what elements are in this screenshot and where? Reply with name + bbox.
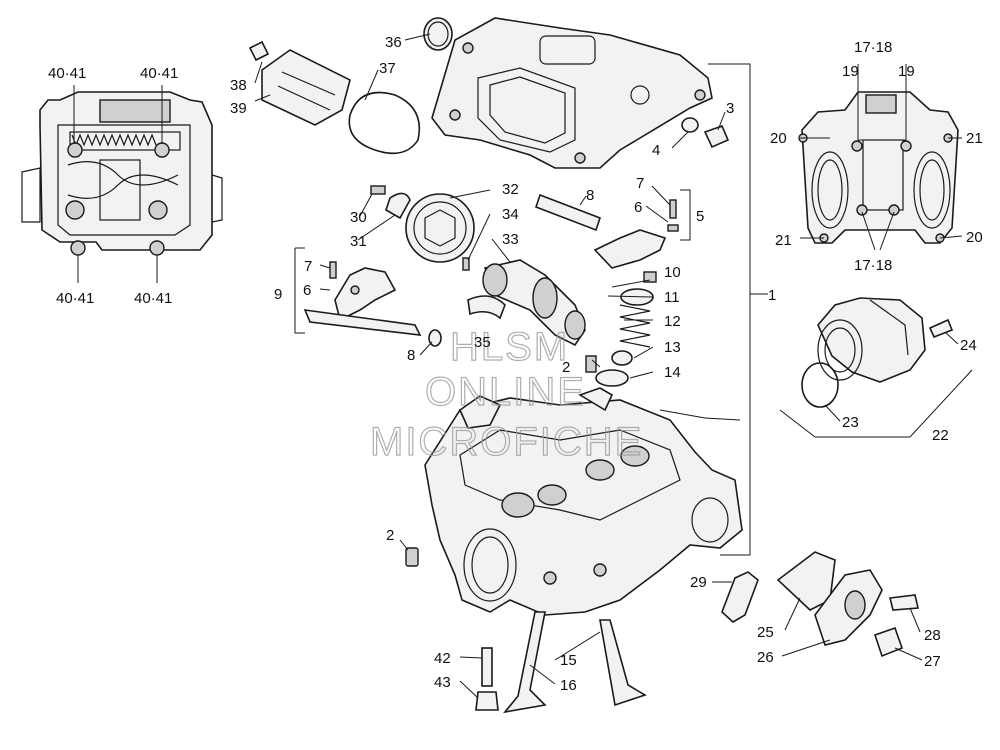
callout-3: 3: [726, 100, 734, 117]
intake-valve-16: [503, 611, 547, 714]
valve-cover: [431, 17, 713, 169]
seat-14: [595, 369, 629, 387]
callout-labels: 40·41 40·41 40·41 40·41 36 37 38 39 3 4 …: [48, 34, 983, 694]
callout-40-41: 40·41: [48, 65, 86, 82]
callout-28: 28: [924, 627, 941, 644]
dowel-2-lower: [405, 547, 419, 567]
callout-34: 34: [502, 206, 519, 223]
head-side-view-inset: [798, 64, 963, 251]
cotter-10: [643, 271, 657, 283]
pin-34: [462, 257, 470, 271]
callout-1: 1: [768, 287, 776, 304]
plug-3: [703, 124, 730, 149]
bolt-30: [370, 185, 386, 195]
stud-42: [481, 647, 493, 687]
callout-36: 36: [385, 34, 402, 51]
callout-6: 6: [634, 199, 642, 216]
callout-35: 35: [474, 334, 491, 351]
bolt-38: [248, 40, 270, 62]
callout-9: 9: [274, 286, 282, 303]
callout-10: 10: [664, 264, 681, 281]
watermark-line3: MICROFICHE: [370, 420, 643, 464]
callout-19: 19: [842, 63, 859, 80]
callout-22: 22: [932, 427, 949, 444]
exhaust-valve-15: [599, 619, 647, 707]
callout-5: 5: [696, 208, 704, 225]
watermark: HLSM ONLINE MICROFICHE: [369, 324, 643, 464]
watermark-line2: ONLINE: [425, 370, 586, 414]
washer-4: [681, 117, 699, 133]
callout-37: 37: [379, 60, 396, 77]
callout-23: 23: [842, 414, 859, 431]
callout-21: 21: [966, 130, 983, 147]
dowel-2-upper: [585, 355, 597, 373]
callout-17-18: 17·18: [854, 257, 892, 274]
callout-8: 8: [407, 347, 415, 364]
nut-43: [475, 691, 499, 711]
callout-29: 29: [690, 574, 707, 591]
watermark-line1: HLSM: [450, 325, 569, 369]
callout-39: 39: [230, 100, 247, 117]
callout-24: 24: [960, 337, 977, 354]
rocker-assembly-right: [534, 193, 679, 269]
callout-17-18: 17·18: [854, 39, 892, 56]
gasket-25: [776, 551, 836, 611]
cam-sprocket: [405, 193, 475, 263]
callout-8: 8: [586, 187, 594, 204]
intake-oring-23: [801, 362, 839, 408]
callout-38: 38: [230, 77, 247, 94]
callout-40-41: 40·41: [134, 290, 172, 307]
callout-30: 30: [350, 209, 367, 226]
callout-7: 7: [304, 258, 312, 275]
breather-cover: [261, 49, 351, 126]
callout-20: 20: [966, 229, 983, 246]
sensor-27: [873, 626, 904, 658]
spark-plug-29: [721, 571, 759, 623]
callout-32: 32: [502, 181, 519, 198]
callout-12: 12: [664, 313, 681, 330]
rocker-assembly-left: [303, 261, 442, 347]
callout-2: 2: [386, 527, 394, 544]
bolt-24: [928, 318, 954, 339]
camshaft: [482, 259, 586, 347]
intake-boot: [817, 297, 926, 383]
callout-40-41: 40·41: [56, 290, 94, 307]
callout-2: 2: [562, 359, 570, 376]
callout-25: 25: [757, 624, 774, 641]
callout-6: 6: [303, 282, 311, 299]
callout-27: 27: [924, 653, 941, 670]
thrust-plate-35: [467, 295, 506, 320]
callout-20: 20: [770, 130, 787, 147]
seal-13: [611, 350, 633, 366]
callout-4: 4: [652, 142, 660, 159]
callout-19: 19: [898, 63, 915, 80]
callout-42: 42: [434, 650, 451, 667]
callout-7: 7: [636, 175, 644, 192]
callout-40-41: 40·41: [140, 65, 178, 82]
callout-21: 21: [775, 232, 792, 249]
callout-33: 33: [502, 231, 519, 248]
callout-13: 13: [664, 339, 681, 356]
callout-16: 16: [560, 677, 577, 694]
head-top-view-inset: [21, 85, 223, 283]
bolt-28: [889, 594, 919, 611]
callout-26: 26: [757, 649, 774, 666]
callout-15: 15: [560, 652, 577, 669]
thermostat-housing-26: [814, 569, 883, 646]
callout-43: 43: [434, 674, 451, 691]
valve-spring-12: [619, 304, 651, 348]
cam-chain-tensioner-plate: [385, 192, 411, 220]
callout-14: 14: [664, 364, 681, 381]
cylinder-head: [424, 387, 743, 616]
callout-31: 31: [350, 233, 367, 250]
callout-11: 11: [664, 289, 680, 306]
